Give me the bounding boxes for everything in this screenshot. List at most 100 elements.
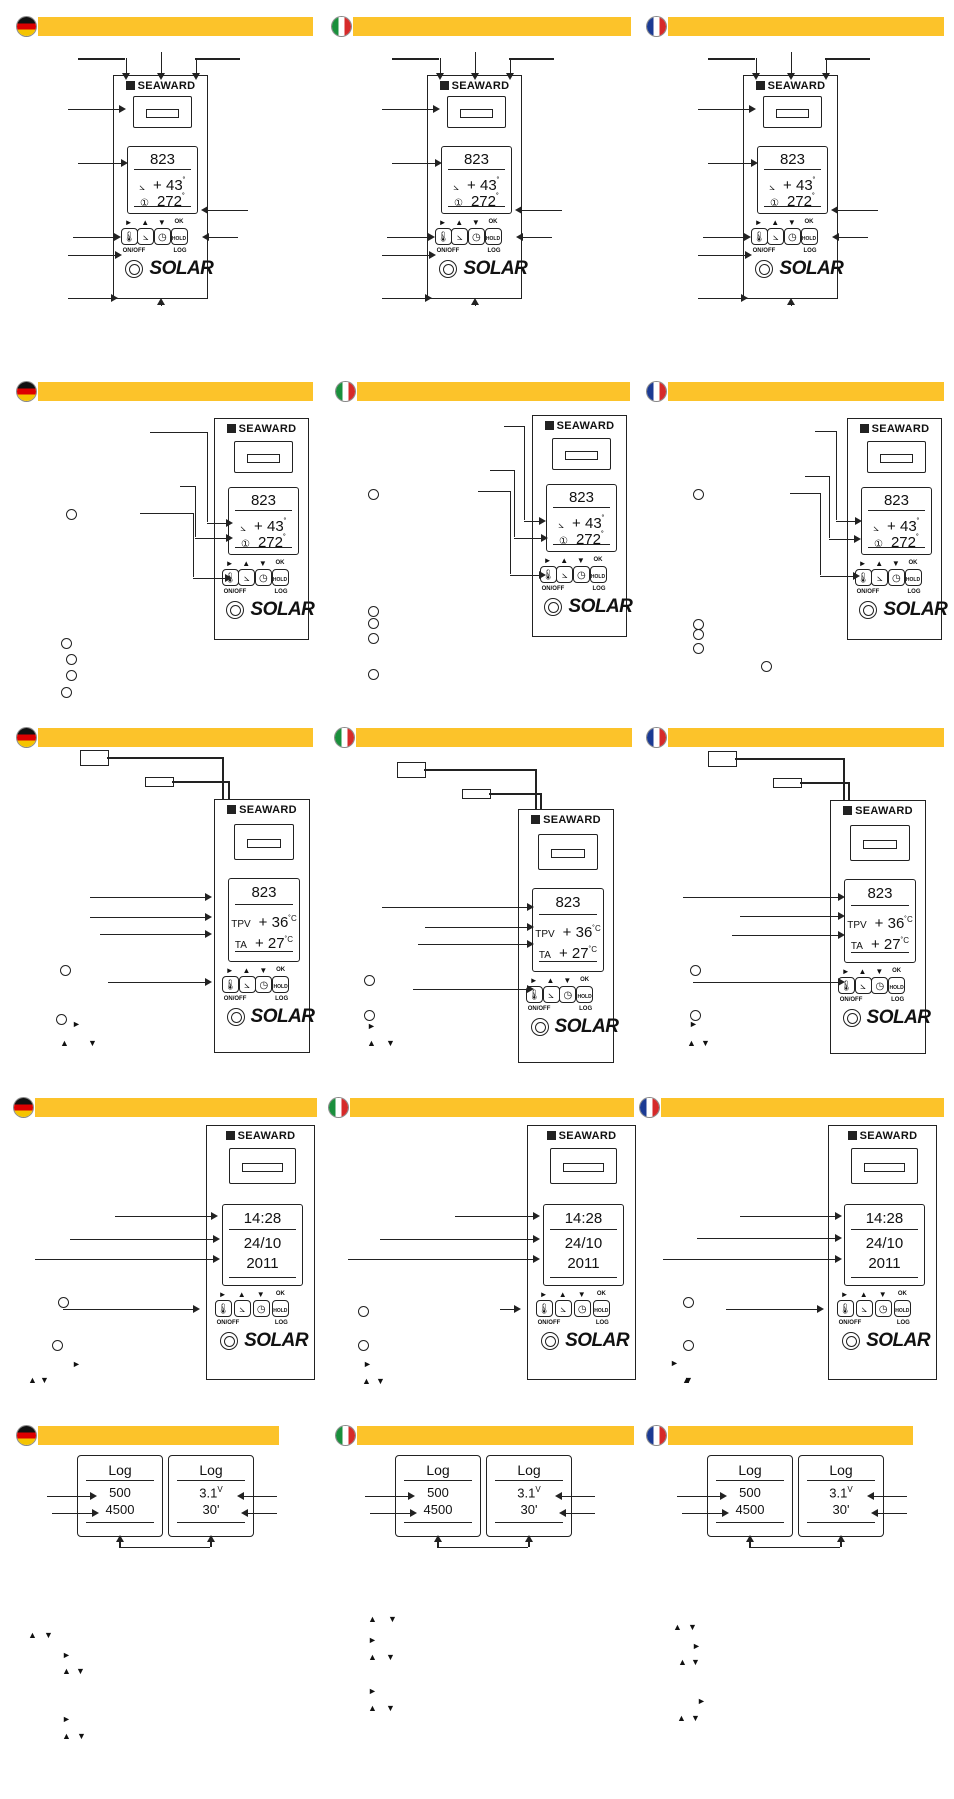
leader-line <box>207 522 227 524</box>
leader-line <box>514 537 542 539</box>
thermometer-key-button[interactable]: 🌡 <box>535 1300 553 1317</box>
thermometer-key-button[interactable]: 🌡 <box>120 228 138 245</box>
hold-key-button[interactable]: HOLD <box>576 986 594 1003</box>
battery-voltage-text: 3.1 <box>199 1485 218 1501</box>
flag-de-icon <box>14 1098 33 1117</box>
clock-key-button[interactable]: ◷ <box>252 1300 270 1317</box>
angle-key-button[interactable]: ⦣ <box>554 1300 572 1317</box>
compass-value-text: 272 <box>890 533 916 551</box>
hold-key-button[interactable]: HOLD <box>484 228 502 245</box>
clock-key-button[interactable]: ◷ <box>467 228 485 245</box>
arrow-r-icon <box>838 911 845 920</box>
thermometer-key-button[interactable]: 🌡 <box>221 976 239 993</box>
lcd-divider <box>86 1480 154 1481</box>
thermometer-icon: 🌡 <box>838 1304 852 1315</box>
flag-it-icon <box>335 728 354 747</box>
clock-key-button[interactable]: ◷ <box>887 569 905 586</box>
hold-key-button[interactable]: HOLD <box>888 977 906 994</box>
ambient-sensor <box>462 789 491 799</box>
leader-line <box>47 1495 91 1497</box>
tilt-angle-unit: ˚ <box>601 514 605 525</box>
ambient-sensor <box>773 778 802 788</box>
leader-line <box>740 915 839 917</box>
key-indicator-icon: ▲ <box>242 966 251 975</box>
brand-mark-icon <box>546 1131 556 1140</box>
product-logo: SOLAR <box>866 1007 932 1028</box>
thermometer-key-button[interactable]: 🌡 <box>836 1300 854 1317</box>
arrow-r-icon <box>211 1211 218 1220</box>
sensor-window <box>234 441 293 473</box>
angle-key-button[interactable]: ⦣ <box>451 228 469 245</box>
key-indicator-icon: ▼ <box>787 218 796 227</box>
clock-key-button[interactable]: ◷ <box>559 986 577 1003</box>
angle-key-button[interactable]: ⦣ <box>542 986 560 1003</box>
key-indicator-icon: ► <box>689 1019 698 1029</box>
arrow-r-icon <box>853 571 860 580</box>
angle-key-button[interactable]: ⦣ <box>238 569 256 586</box>
clock-key-button[interactable]: ◷ <box>871 977 889 994</box>
clock-key-button[interactable]: ◷ <box>254 569 272 586</box>
key-indicator-icon: ► <box>438 218 447 227</box>
hold-key-button[interactable]: HOLD <box>800 228 818 245</box>
leader-line <box>489 793 540 795</box>
key-indicator-icon: ► <box>62 1650 71 1660</box>
arrow-r-icon <box>225 573 232 582</box>
leader-line <box>726 1308 818 1310</box>
tilt-angle-value-label: ⦣ <box>240 523 247 535</box>
irradiance-value: 823 <box>547 489 615 507</box>
brand-mark-icon <box>859 424 869 433</box>
thermometer-key-button[interactable]: 🌡 <box>750 228 768 245</box>
hold-key-button[interactable]: HOLD <box>893 1300 911 1317</box>
key-indicator-icon: ► <box>858 559 867 568</box>
angle-key-button[interactable]: ⦣ <box>238 976 256 993</box>
leader-line <box>439 58 441 74</box>
hold-key-button[interactable]: HOLD <box>271 1300 289 1317</box>
clock-key-button[interactable]: ◷ <box>874 1300 892 1317</box>
angle-key-button[interactable]: ⦣ <box>871 569 889 586</box>
angle-key-button[interactable]: ⦣ <box>767 228 785 245</box>
clock-key-button[interactable]: ◷ <box>153 228 171 245</box>
brand-mark-icon <box>125 81 135 90</box>
lcd-divider <box>235 509 292 511</box>
angle-key-button[interactable]: ⦣ <box>556 566 574 583</box>
leader-line <box>524 426 526 520</box>
hold-key-button[interactable]: HOLD <box>904 569 922 586</box>
angle-key-button[interactable]: ⦣ <box>854 977 872 994</box>
angle-key-button[interactable]: ⦣ <box>233 1300 251 1317</box>
ambient-temperature-value-unit: ˚C <box>588 945 598 955</box>
hold-key-button[interactable]: HOLD <box>271 569 289 586</box>
clock-key-button[interactable]: ◷ <box>573 1300 591 1317</box>
angle-key-button[interactable]: ⦣ <box>137 228 155 245</box>
symbol-icon <box>690 1010 701 1021</box>
arrow-l-icon <box>202 232 209 241</box>
ok-label: OK <box>275 1291 285 1297</box>
thermometer-key-button[interactable]: 🌡 <box>434 228 452 245</box>
log-count-value: 500 <box>739 1485 761 1500</box>
key-indicator-icon: ▲ <box>62 1666 71 1676</box>
arrow-u-icon <box>836 1535 845 1542</box>
clock-key-button[interactable]: ◷ <box>255 976 273 993</box>
flag-it-icon <box>336 1426 355 1445</box>
flag-fr-icon <box>647 17 666 36</box>
hold-key-button[interactable]: HOLD <box>272 976 290 993</box>
leader-line <box>749 1541 751 1547</box>
clock-key-button[interactable]: ◷ <box>572 566 590 583</box>
hold-key-button[interactable]: HOLD <box>589 566 607 583</box>
clock-key-button[interactable]: ◷ <box>783 228 801 245</box>
key-indicator-icon: ► <box>225 559 234 568</box>
section-header-bar <box>356 728 632 747</box>
angle-key-button[interactable]: ⦣ <box>855 1300 873 1317</box>
hold-key-button[interactable]: HOLD <box>170 228 188 245</box>
log-label: LOG <box>891 997 905 1003</box>
sun-logo-icon <box>439 260 458 278</box>
leader-line <box>735 758 843 760</box>
key-indicator-icon: ► <box>539 1290 548 1299</box>
arrow-r-icon <box>213 1254 220 1263</box>
lcd-divider <box>868 509 925 511</box>
log-interval-value: 30' <box>832 1502 850 1517</box>
hold-key-button[interactable]: HOLD <box>592 1300 610 1317</box>
thermometer-icon: 🌡 <box>122 232 136 243</box>
thermometer-key-button[interactable]: 🌡 <box>214 1300 232 1317</box>
